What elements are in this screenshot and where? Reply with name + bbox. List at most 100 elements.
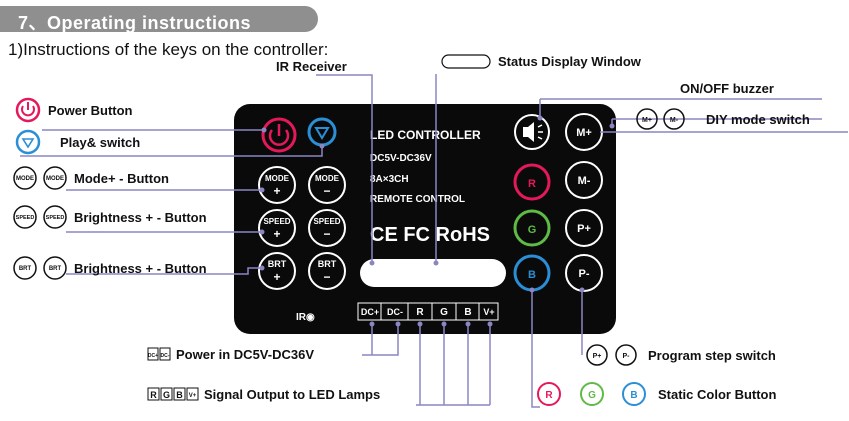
device-text-remote: REMOTE CONTROL [370,194,465,205]
device-p-plus-button[interactable] [565,209,603,247]
speed-minus-icon-text: SPEED [46,215,65,221]
device-red-label: R [528,178,536,190]
device-m-minus-label: M- [578,175,591,187]
device-mode-plus[interactable] [258,166,296,204]
device-m-minus-button[interactable] [565,161,603,199]
mode-plus-icon [13,166,37,190]
power-icon [15,97,41,123]
b-color-icon-text: B [630,390,637,401]
dc-minus-icon-text: DC- [161,353,170,359]
g-color-icon-text: G [588,390,596,401]
speed-minus-icon [43,205,67,229]
m-plus-icon [636,108,658,130]
label-play-switch: Play& switch [60,135,140,150]
device-green-label: G [528,224,537,236]
device-text-voltage: DC5V-DC36V [370,153,432,164]
device-red-button[interactable] [513,163,551,201]
controller-body [234,104,616,334]
speaker-icon [523,122,534,142]
label-buzzer: ON/OFF buzzer [680,81,774,96]
dc-plus-icon-text: DC+ [148,353,158,359]
device-brt-minus-sign: − [323,270,330,284]
device-mode-minus[interactable] [308,166,346,204]
label-power-button: Power Button [48,103,133,118]
play-icon [15,129,41,155]
terminal-dc-plus: DC+ [361,307,379,317]
device-mode-minus-sign: − [323,184,330,198]
device-speed-minus-label: SPEED [313,217,340,226]
label-ir-receiver: IR Receiver [276,59,347,74]
label-signal-out: Signal Output to LED Lamps [204,387,380,402]
device-p-minus-label: P- [579,268,590,280]
p-minus-icon [615,344,637,366]
dc-minus-icon [159,347,171,361]
device-brt-plus-sign: + [273,270,280,284]
device-power-icon [268,129,290,146]
device-brt-plus[interactable] [258,252,296,290]
device-speed-minus-sign: − [323,227,330,241]
device-brt-minus-label: BRT [318,259,337,269]
device-p-plus-label: P+ [577,223,591,235]
brt-minus-icon [43,256,67,280]
brt-plus-icon [13,256,37,280]
terminal-dc-minus: DC- [387,307,403,317]
device-speed-plus[interactable] [258,209,296,247]
b-color-icon [622,382,646,406]
device-blue-label: B [528,269,536,281]
m-minus-icon-text: M- [670,117,679,124]
device-ir-window: IR◉ [296,312,315,323]
label-speed-button: Brightness + - Button [74,210,207,225]
section-title: 7、Operating instructions [18,13,252,33]
terminal-block: DC+ DC- R G B V+ [357,302,499,321]
label-program-step: Program step switch [648,348,776,363]
device-play-icon [314,127,330,140]
label-brt-button: Brightness + - Button [74,261,207,276]
mode-plus-icon-text: MODE [16,176,34,182]
terminal-v-plus: V+ [483,307,494,317]
mode-minus-icon-text: MODE [46,176,64,182]
m-plus-icon-text: M+ [642,117,652,124]
device-speed-plus-sign: + [273,227,280,241]
instructions-subtitle: 1)Instructions of the keys on the contro… [8,40,329,59]
device-brt-plus-label: BRT [268,259,287,269]
terminal-g: G [440,307,448,318]
r-color-icon-text: R [545,390,553,401]
g-color-icon [580,382,604,406]
device-green-button[interactable] [513,209,551,247]
label-power-in: Power in DC5V-DC36V [176,347,314,362]
device-mode-minus-label: MODE [315,174,340,183]
brt-minus-icon-text: BRT [49,266,62,272]
speed-plus-icon [13,205,37,229]
m-minus-icon [663,108,685,130]
device-speed-plus-label: SPEED [263,217,290,226]
mode-minus-icon [43,166,67,190]
terminal-b: B [464,307,471,318]
device-mode-plus-label: MODE [265,174,290,183]
p-minus-icon-text: P- [623,353,631,360]
device-brt-minus[interactable] [308,252,346,290]
r-color-icon [537,382,561,406]
leader-lines [20,74,848,408]
label-status-window: Status Display Window [498,54,642,69]
device-speed-minus[interactable] [308,209,346,247]
rgbv-icons: R G B V+ [147,387,199,401]
status-window-icon [441,54,491,69]
dc-plus-icon [147,347,159,361]
device-text-current: 8A×3CH [370,174,409,185]
label-diy: DIY mode switch [706,112,810,127]
device-cert-logos: CE FC RoHS [370,224,490,246]
terminal-r: R [416,307,424,318]
vplus-icon-text: V+ [189,393,197,399]
b-icon-text: B [176,390,183,400]
leader-dots [259,115,615,327]
status-display-window [360,259,506,287]
device-text-led-controller: LED CONTROLLER [370,128,481,142]
g-icon-text: G [163,390,170,400]
device-m-plus-label: M+ [576,127,592,139]
device-power-button[interactable] [261,117,297,153]
p-plus-icon-text: P+ [593,353,602,360]
label-static-color: Static Color Button [658,387,776,402]
brt-plus-icon-text: BRT [19,266,32,272]
device-buzzer-button[interactable] [514,114,550,150]
